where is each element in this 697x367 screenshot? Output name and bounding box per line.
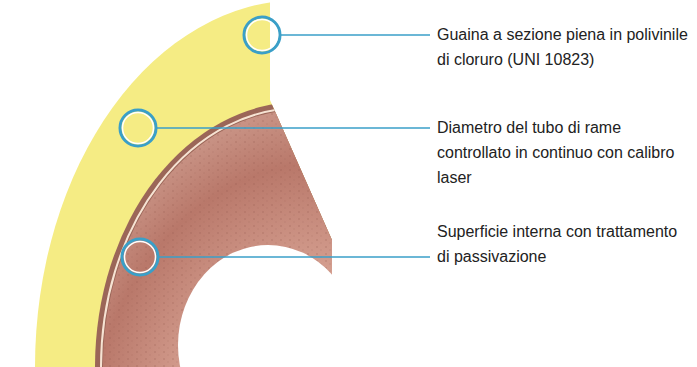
leader-line: [281, 34, 430, 35]
callout-circle: [125, 242, 156, 273]
leader-line: [157, 127, 430, 128]
callout-circle: [122, 239, 158, 275]
callout-circle: [247, 20, 278, 51]
callout-label: Guaina a sezione piena in polivinile di …: [437, 22, 694, 72]
callout-circle: [123, 113, 154, 144]
callout-circle: [120, 110, 156, 146]
callout-label: Diametro del tubo di rame controllato in…: [437, 115, 694, 190]
callout-label: Superficie interna con trattamento di pa…: [437, 219, 694, 269]
callout-circle: [244, 17, 280, 53]
tube-bore: [178, 245, 358, 367]
leader-line: [159, 256, 430, 257]
callouts: [120, 17, 430, 275]
